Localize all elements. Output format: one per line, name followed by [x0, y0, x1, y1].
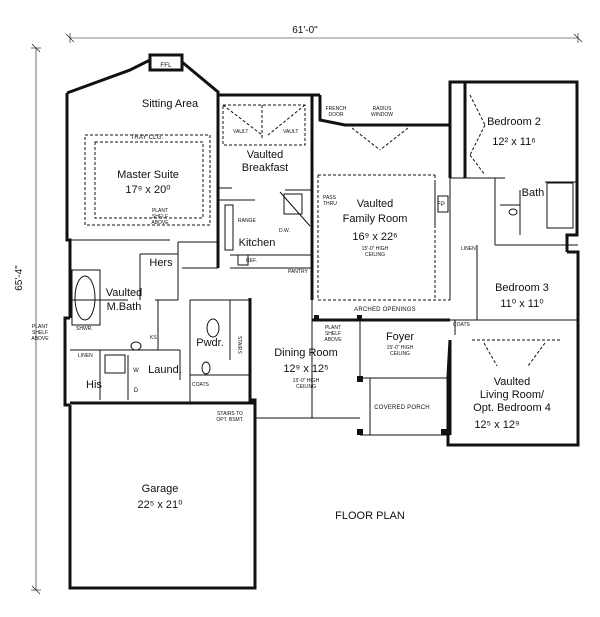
plant-shelf-dining-2: SHELF [325, 331, 341, 337]
pass-thru-2: THRU [323, 201, 337, 207]
sitting-area-label: Sitting Area [142, 98, 199, 110]
french-door-1: FRENCH [326, 106, 347, 112]
coats-right-label: COATS [453, 322, 471, 328]
plant-shelf-master-3: ABOVE [151, 220, 169, 226]
garage-dim: 22⁵ x 21⁰ [137, 499, 183, 511]
dryer-label: D [134, 388, 139, 394]
pantry-label: PANTRY [288, 269, 308, 275]
pass-thru-1: PASS [323, 195, 337, 201]
family-room-label-2: Family Room [343, 213, 408, 225]
ffl-label: FFL [160, 63, 172, 69]
dishwasher-label: D.W. [279, 228, 290, 234]
dimension-lines [31, 33, 583, 595]
overall-width: 61'-0" [292, 25, 318, 36]
master-bath-label-1: Vaulted [106, 287, 143, 299]
ks-label: KS [150, 335, 157, 341]
living-room-label-3: Opt. Bedroom 4 [473, 402, 551, 414]
ceiling-features [84, 94, 560, 367]
garage-label: Garage [142, 483, 179, 495]
dining-note-1: 15'-0" HIGH [293, 378, 320, 384]
covered-porch-label: COVERED PORCH [374, 405, 430, 411]
plant-shelf-dining-1: PLANT [325, 325, 341, 331]
coats-left-label: COATS [192, 382, 210, 388]
plant-shelf-master-1: PLANT [152, 208, 168, 214]
foyer-note-2: CEILING [390, 351, 410, 357]
exterior-walls [63, 53, 580, 590]
plant-shelf-left-1: PLANT [32, 324, 48, 330]
breakfast-label-1: Vaulted [247, 149, 284, 161]
living-room-dim: 12⁵ x 12⁹ [474, 419, 519, 431]
master-suite-dim: 17⁹ x 20⁰ [125, 184, 171, 196]
bedroom3-dim: 11⁰ x 11⁰ [500, 298, 544, 310]
range-label: RANGE [238, 218, 256, 224]
plant-shelf-left-2: SHELF [32, 330, 48, 336]
master-bath-label-2: M.Bath [107, 301, 142, 313]
shower-label: SHWR. [76, 326, 93, 332]
master-suite-label: Master Suite [117, 169, 179, 181]
hers-closet-label: Hers [149, 257, 173, 269]
vault-label-1: VAULT [233, 129, 248, 135]
bedroom2-label: Bedroom 2 [487, 116, 541, 128]
linen-bath-label: LINEN [78, 353, 93, 359]
dining-room-label: Dining Room [274, 347, 338, 359]
plant-shelf-dining-3: ABOVE [324, 337, 342, 343]
living-room-label-1: Vaulted [494, 376, 531, 388]
floor-plan-title: FLOOR PLAN [335, 510, 405, 522]
stairs-to-bsmt-2: OPT. BSMT. [216, 417, 243, 423]
french-door-2: DOOR [329, 112, 344, 118]
bedroom2-dim: 12² x 11⁶ [492, 136, 535, 148]
refrigerator-label: REF. [246, 258, 257, 264]
family-room-dim: 16⁹ x 22⁶ [352, 231, 397, 243]
stairs-to-bsmt-1: STAIRS TO [217, 411, 243, 417]
kitchen-label: Kitchen [239, 237, 276, 249]
bath-label: Bath [522, 187, 545, 199]
arched-openings-label: ARCHED OPENINGS [354, 307, 416, 313]
foyer-note-1: 15'-0" HIGH [387, 345, 414, 351]
foyer-label: Foyer [386, 331, 414, 343]
dining-room-dim: 12⁹ x 12⁵ [283, 363, 328, 375]
linen-bed-label: LINEN [461, 246, 476, 252]
plant-shelf-left-3: ABOVE [31, 336, 49, 342]
interior-walls [70, 82, 578, 436]
family-room-note-1: 15'-0" HIGH [362, 246, 389, 252]
family-room-label-1: Vaulted [357, 198, 394, 210]
family-room-note-2: CEILING [365, 252, 385, 258]
his-closet-label: His [86, 379, 102, 391]
vault-label-2: VAULT [283, 129, 298, 135]
tray-ceiling-label: TRAY CLG. [131, 135, 164, 141]
fireplace-label: FP [437, 202, 445, 208]
porch-posts [314, 315, 447, 435]
breakfast-label-2: Breakfast [242, 162, 288, 174]
overall-depth: 65'-4" [14, 265, 25, 291]
radius-window-1: RADIUS [373, 106, 393, 112]
dining-note-2: CEILING [296, 384, 316, 390]
fixtures [71, 182, 574, 375]
stairs-label: STAIRS [236, 336, 242, 354]
powder-room-label: Pwdr. [196, 337, 224, 349]
washer-label: W [133, 368, 139, 374]
laundry-label: Laund. [148, 364, 182, 376]
bedroom3-label: Bedroom 3 [495, 282, 549, 294]
radius-window-2: WINDOW [371, 112, 393, 118]
living-room-label-2: Living Room/ [480, 389, 545, 401]
plant-shelf-master-2: SHELF [152, 214, 168, 220]
